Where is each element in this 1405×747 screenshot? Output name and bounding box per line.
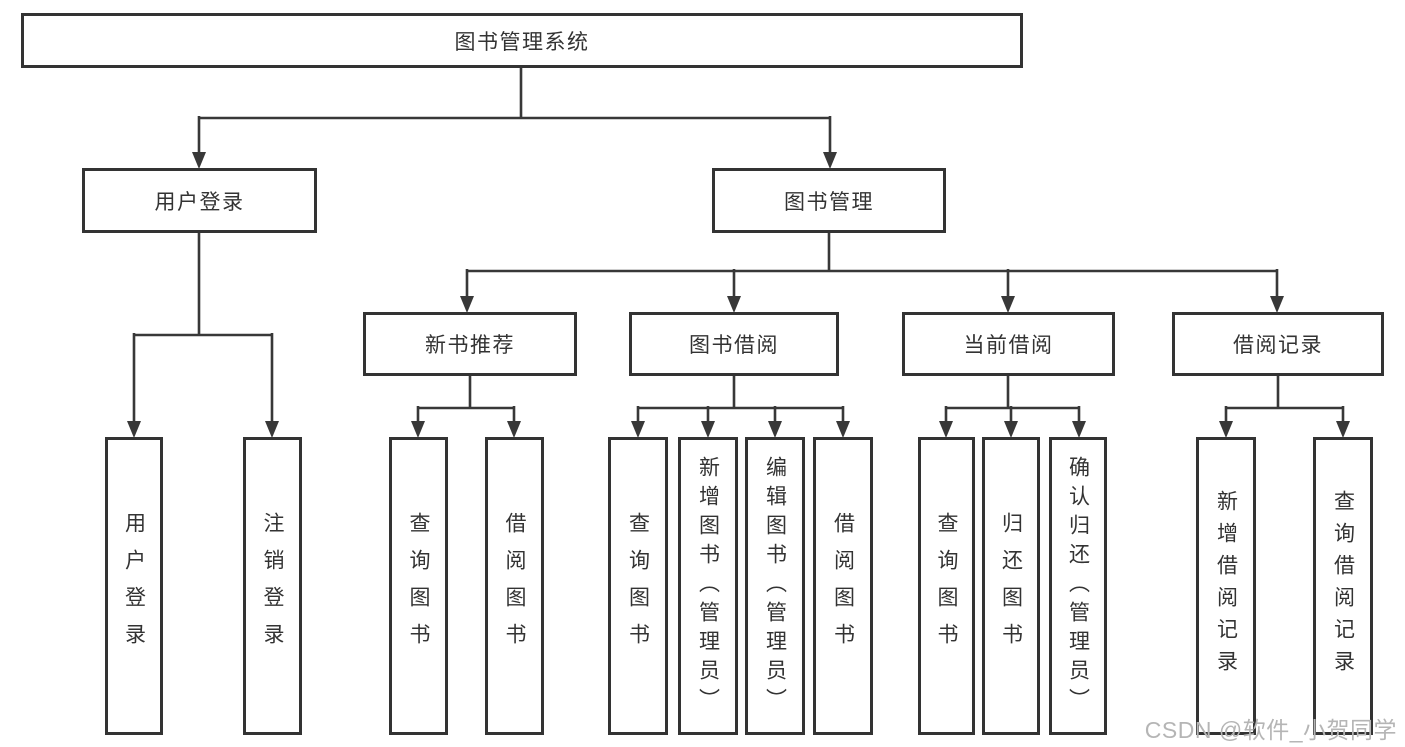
- leaf-borrow-books-label: 借阅图书: [831, 512, 855, 660]
- watermark: CSDN @软件_小贺同学: [1144, 717, 1397, 743]
- arrowhead-icon: [939, 421, 953, 438]
- connector-root: [197, 68, 832, 154]
- leaf-add-borrow-record: 新增借阅记录: [1196, 437, 1256, 735]
- node-book-borrow: 图书借阅: [629, 312, 839, 376]
- leaf-edit-book-admin: 编辑图书（管理员）: [745, 437, 805, 735]
- leaf-add-book-admin: 新增图书（管理员）: [678, 437, 738, 735]
- connector-new-book-recommend: [416, 375, 516, 424]
- node-current-borrow: 当前借阅: [902, 312, 1115, 376]
- node-current-borrow-label: 当前借阅: [963, 334, 1054, 357]
- connector-user-login: [132, 233, 274, 423]
- arrowhead-icon: [823, 152, 837, 169]
- node-new-book-recommend: 新书推荐: [363, 312, 577, 376]
- leaf-query-borrow-record: 查询借阅记录: [1313, 437, 1373, 735]
- leaf-add-book-admin-label: 新增图书（管理员）: [696, 455, 720, 717]
- node-user-login-label: 用户登录: [154, 190, 245, 214]
- arrowhead-icon: [1219, 421, 1233, 438]
- leaf-query-books-recommend-label: 查询图书: [407, 512, 430, 660]
- leaf-edit-book-admin-label: 编辑图书（管理员）: [763, 455, 787, 717]
- node-borrow-records-label: 借阅记录: [1233, 334, 1323, 357]
- leaf-borrow-books-recommend-label: 借阅图书: [503, 512, 526, 660]
- node-book-borrow-label: 图书借阅: [689, 334, 779, 357]
- arrowhead-icon: [1004, 421, 1018, 438]
- arrowhead-icon: [1270, 296, 1284, 313]
- arrowhead-icon: [631, 421, 645, 438]
- node-root-label: 图书管理系统: [454, 30, 590, 54]
- node-root: 图书管理系统: [21, 13, 1023, 68]
- node-book-management-label: 图书管理: [784, 190, 874, 214]
- connector-current-borrow: [944, 375, 1081, 424]
- arrowhead-icon: [768, 421, 782, 438]
- leaf-borrow-books: 借阅图书: [813, 437, 873, 735]
- leaf-add-borrow-record-label: 新增借阅记录: [1214, 490, 1238, 682]
- arrowhead-icon: [1001, 296, 1015, 313]
- connector-book-borrow: [636, 375, 845, 424]
- arrowhead-icon: [460, 296, 474, 313]
- node-borrow-records: 借阅记录: [1172, 312, 1384, 376]
- leaf-confirm-return-admin: 确认归还（管理员）: [1049, 437, 1107, 735]
- arrowhead-icon: [836, 421, 850, 438]
- leaf-query-books-current: 查询图书: [918, 437, 975, 735]
- arrowhead-icon: [1336, 421, 1350, 438]
- node-book-management: 图书管理: [712, 168, 946, 233]
- connector-borrow-records: [1224, 375, 1345, 424]
- arrowhead-icon: [727, 296, 741, 313]
- node-new-book-recommend-label: 新书推荐: [425, 334, 515, 357]
- leaf-user-login-label: 用户登录: [122, 512, 146, 660]
- leaf-query-books-current-label: 查询图书: [935, 512, 958, 660]
- leaf-query-borrow-record-label: 查询借阅记录: [1331, 490, 1355, 682]
- arrowhead-icon: [127, 421, 141, 438]
- leaf-user-login: 用户登录: [105, 437, 163, 735]
- node-user-login: 用户登录: [82, 168, 317, 233]
- leaf-borrow-books-recommend: 借阅图书: [485, 437, 544, 735]
- leaf-query-books-borrow: 查询图书: [608, 437, 668, 735]
- arrowhead-icon: [192, 152, 206, 169]
- leaf-query-books-borrow-label: 查询图书: [626, 512, 650, 660]
- arrowhead-icon: [507, 421, 521, 438]
- leaf-return-books: 归还图书: [982, 437, 1040, 735]
- leaf-logout-label: 注销登录: [261, 512, 284, 660]
- leaf-logout: 注销登录: [243, 437, 302, 735]
- leaf-return-books-label: 归还图书: [999, 512, 1023, 660]
- connector-book-management: [465, 233, 1279, 299]
- leaf-query-books-recommend: 查询图书: [389, 437, 448, 735]
- arrowhead-icon: [265, 421, 279, 438]
- arrowhead-icon: [701, 421, 715, 438]
- arrowhead-icon: [1072, 421, 1086, 438]
- arrowhead-icon: [411, 421, 425, 438]
- leaf-confirm-return-admin-label: 确认归还（管理员）: [1066, 455, 1090, 717]
